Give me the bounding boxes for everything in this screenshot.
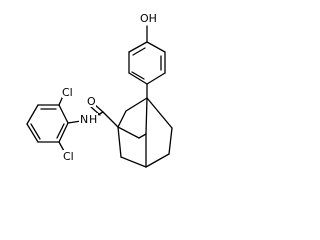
atom-label-chlorine-bottom: Cl [63, 150, 76, 163]
svg-text:Cl: Cl [63, 150, 74, 163]
atom-label-chlorine-top: Cl [62, 86, 75, 99]
bond-to-cl-bottom [58, 141, 65, 152]
svg-text:O: O [87, 95, 96, 108]
phenol-ring [128, 41, 166, 85]
svg-text:OH: OH [140, 12, 157, 25]
atom-label-hydroxyl: OH [139, 12, 157, 25]
adamantane-cage [117, 97, 173, 168]
atom-label-amide-nitrogen: N [79, 113, 89, 126]
svg-text:H: H [89, 113, 97, 126]
dichlorophenyl-ring [26, 104, 82, 143]
svg-text:N: N [80, 113, 88, 126]
svg-text:Cl: Cl [62, 86, 73, 99]
molecule-structure: OH O N H Cl Cl [26, 12, 173, 168]
atom-label-amide-hydrogen: H [88, 113, 98, 126]
atom-label-carbonyl-oxygen: O [86, 95, 96, 108]
